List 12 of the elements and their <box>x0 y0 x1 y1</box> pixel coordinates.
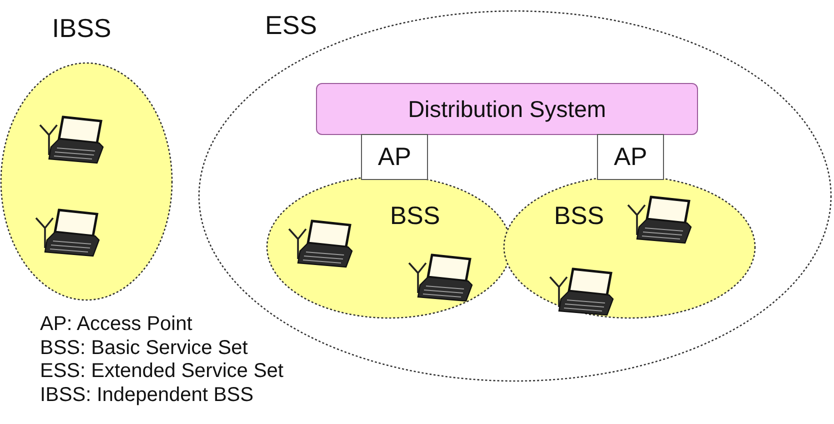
access-point-box: AP <box>597 134 664 180</box>
area-label: BSS <box>390 202 440 231</box>
access-point-box: AP <box>361 134 428 180</box>
area-label: ESS <box>265 10 318 40</box>
bss-area <box>503 175 756 319</box>
glossary-entry: IBSS: Independent BSS <box>40 384 254 406</box>
glossary-entry: ESS: Extended Service Set <box>40 360 284 383</box>
area-label: BSS <box>554 202 604 231</box>
glossary-entry: BSS: Basic Service Set <box>40 336 248 360</box>
distribution-system-box: Distribution System <box>316 83 698 135</box>
glossary-entry: AP: Access Point <box>40 313 192 336</box>
area-label: IBSS <box>52 13 112 43</box>
